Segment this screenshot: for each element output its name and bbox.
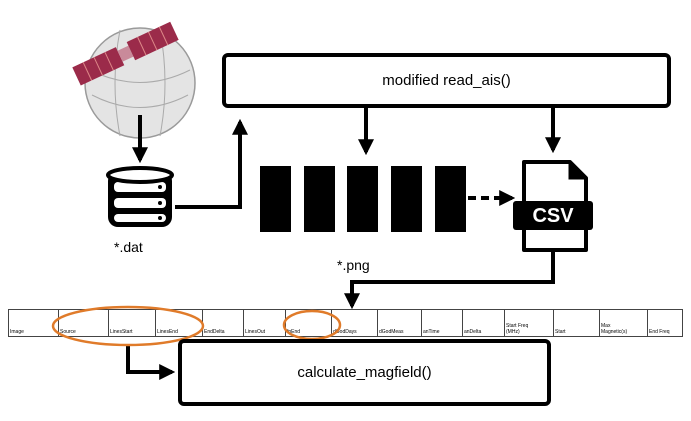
table-header-cell: LinesOut — [244, 310, 286, 336]
png-frames-icon — [260, 166, 466, 232]
csv-label: CSV — [532, 205, 574, 227]
table-header-cell: Max Magnetic(s) — [600, 310, 648, 336]
table-header-cell: LinesEnd — [156, 310, 203, 336]
arrow-dat-to-read — [175, 118, 248, 209]
table-header-cell: Start — [554, 310, 600, 336]
satellite-icon — [72, 21, 196, 139]
table-header-cell: dGodDays — [332, 310, 378, 336]
table-header-cell: Start Freq (MHz) — [505, 310, 554, 336]
table-header-cell: fpEnd — [286, 310, 332, 336]
csv-table-header: Image Source LinesStart LinesEnd EndDelt… — [8, 309, 683, 337]
calculate-magfield-label: calculate_magfield() — [297, 364, 432, 381]
arrow-table-to-calc-left — [126, 346, 176, 380]
table-header-cell: anTime — [422, 310, 463, 336]
table-header-cell: anDelta — [463, 310, 505, 336]
dat-label: *.dat — [114, 239, 143, 255]
table-header-cell: LinesStart — [109, 310, 156, 336]
csv-file-icon — [513, 160, 593, 252]
read-ais-label: modified read_ais() — [382, 72, 511, 89]
table-header-cell: dGodMeas — [378, 310, 422, 336]
arrow-csv-to-table — [344, 251, 555, 310]
table-header-cell: EndDelta — [203, 310, 244, 336]
png-label: *.png — [337, 257, 370, 273]
table-header-cell: Source — [59, 310, 109, 336]
table-header-cell: Image — [9, 310, 59, 336]
calculate-magfield-box: calculate_magfield() — [178, 339, 551, 406]
database-icon — [106, 166, 174, 227]
read-ais-box: modified read_ais() — [222, 53, 671, 108]
table-header-cell: End Freq — [649, 329, 670, 335]
